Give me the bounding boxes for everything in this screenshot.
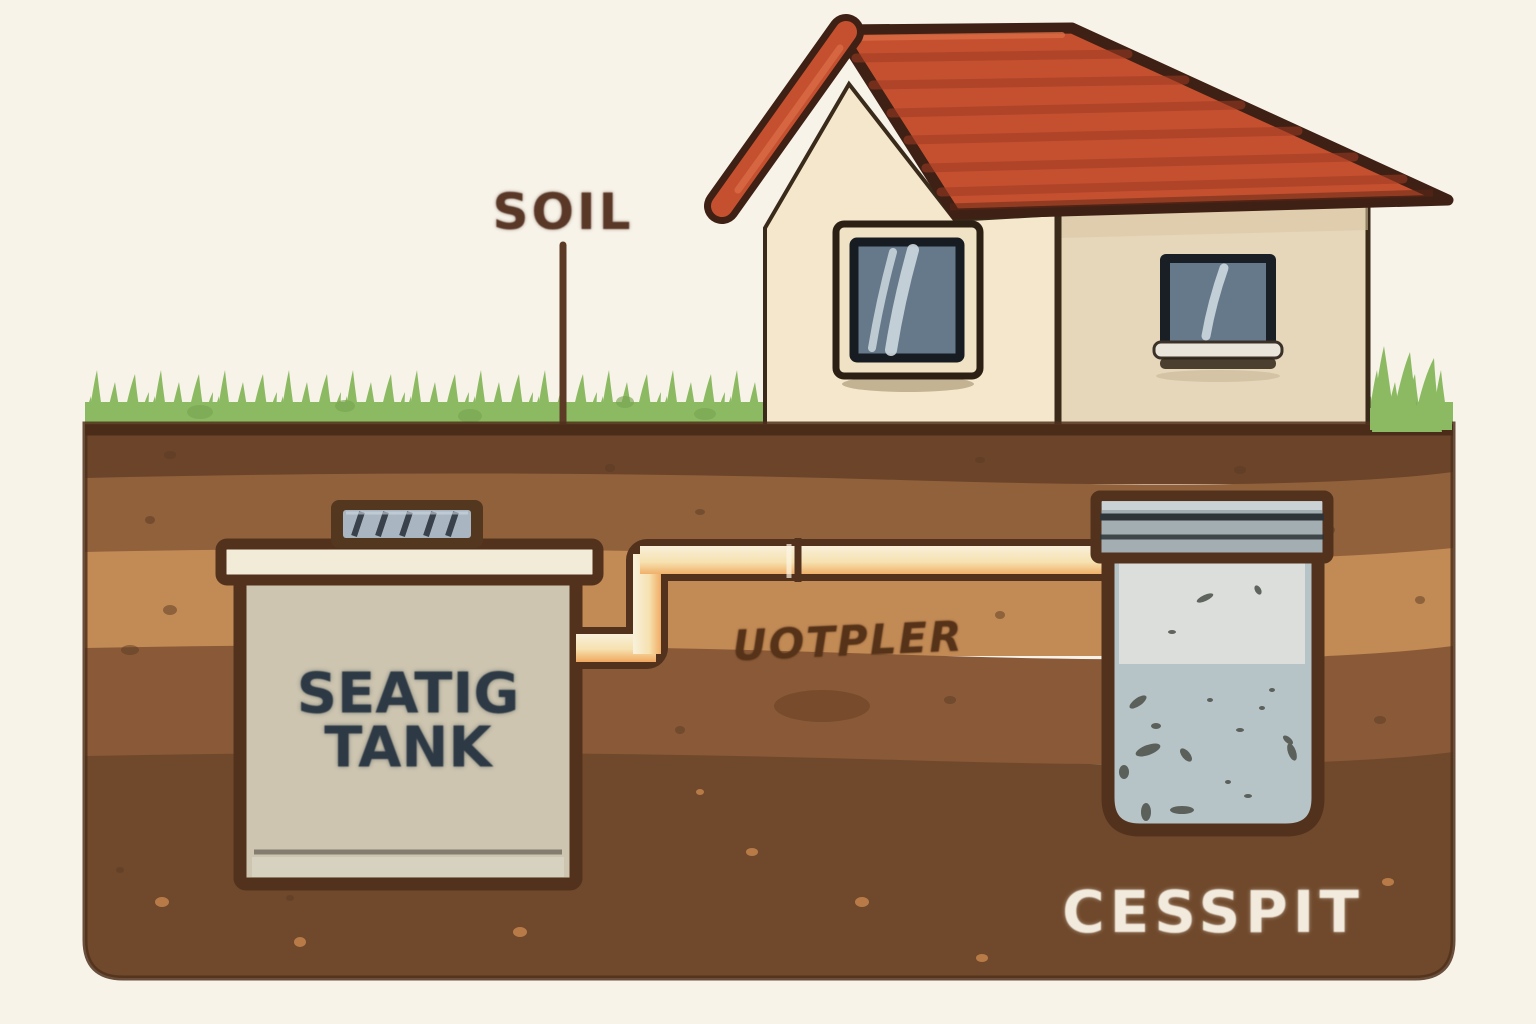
cesspit-label: CESSPIT [1062,878,1364,946]
septic-tank-base-strip [252,857,564,877]
septic-tank-label-line2: TANK [324,715,492,781]
cesspit-sludge-specks [1119,585,1297,821]
soil-outline [82,421,1456,981]
roof-stripes [851,49,1408,197]
septic-tank-lid [215,538,604,586]
cesspit-scum-layer [1119,558,1305,664]
grass-tuft-right [1370,346,1452,432]
septic-tank-hatch [331,500,483,548]
soil-label: SOIL [492,183,634,241]
septic-tank-label-line1: SEATIG [296,661,520,727]
grass-shadow-spots [187,396,1417,423]
soil-stone-shadow [774,690,870,722]
hatch-grate-lines [351,511,459,537]
window-right [1152,254,1284,382]
window-left [832,220,984,392]
roof-ridge-highlight [845,32,1065,41]
outlet-pipe [576,538,1112,669]
window-left-glass [849,237,965,363]
house [704,14,1454,435]
septic-tank [215,500,604,891]
roof [704,14,1454,224]
window-sill [1152,340,1284,360]
cesspit [1090,490,1334,837]
outlet-pipe-label: UOTPLER [731,611,965,671]
cesspit-lid [1090,490,1334,564]
gable-overhang [711,21,857,217]
